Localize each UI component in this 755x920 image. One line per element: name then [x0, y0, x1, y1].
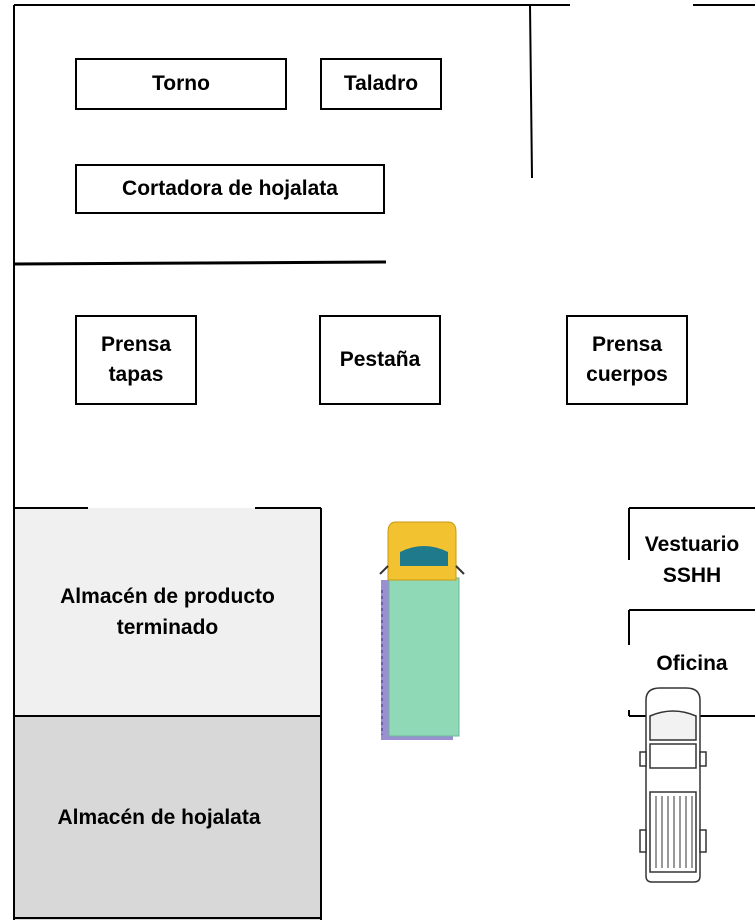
prensa-tapas-line1: Prensa — [100, 332, 172, 356]
room-almacen-hojalata: Almacén de hojalata — [14, 716, 304, 920]
machine-taladro-label: Taladro — [343, 71, 419, 95]
vestuario-line1: Vestuario — [644, 532, 740, 556]
machine-torno-label: Torno — [152, 71, 210, 95]
vestuario-line2: SSHH — [662, 564, 722, 587]
cargo-truck-icon — [379, 521, 465, 740]
walls — [13, 4, 755, 920]
room-oficina: Oficina — [629, 612, 755, 716]
almacen-producto-line2: terminado — [116, 616, 219, 639]
prensa-cuerpos-line2: cuerpos — [586, 363, 668, 386]
prensa-cuerpos-line1: Prensa — [591, 332, 663, 356]
warehouse-tinplate-area — [14, 716, 321, 920]
warehouse-finished-area — [14, 508, 321, 716]
room-almacen-producto: Almacén de producto terminado — [14, 508, 321, 716]
machine-torno: Torno — [75, 58, 287, 110]
machine-pestana: Pestaña — [319, 315, 441, 405]
machine-cortadora: Cortadora de hojalata — [75, 164, 385, 214]
almacen-producto-line1: Almacén de producto — [60, 584, 275, 608]
oficina-label: Oficina — [656, 652, 728, 676]
almacen-hojalata-label: Almacén de hojalata — [57, 806, 261, 830]
prensa-tapas-line2: tapas — [108, 363, 164, 386]
pickup-truck-icon — [639, 687, 707, 883]
machine-prensa-tapas: Prensa tapas — [75, 315, 197, 405]
machine-prensa-cuerpos: Prensa cuerpos — [566, 315, 688, 405]
room-vestuario: Vestuario SSHH — [629, 510, 755, 610]
machine-cortadora-label: Cortadora de hojalata — [122, 176, 338, 200]
machine-pestana-label: Pestaña — [339, 347, 421, 371]
machine-taladro: Taladro — [320, 58, 442, 110]
